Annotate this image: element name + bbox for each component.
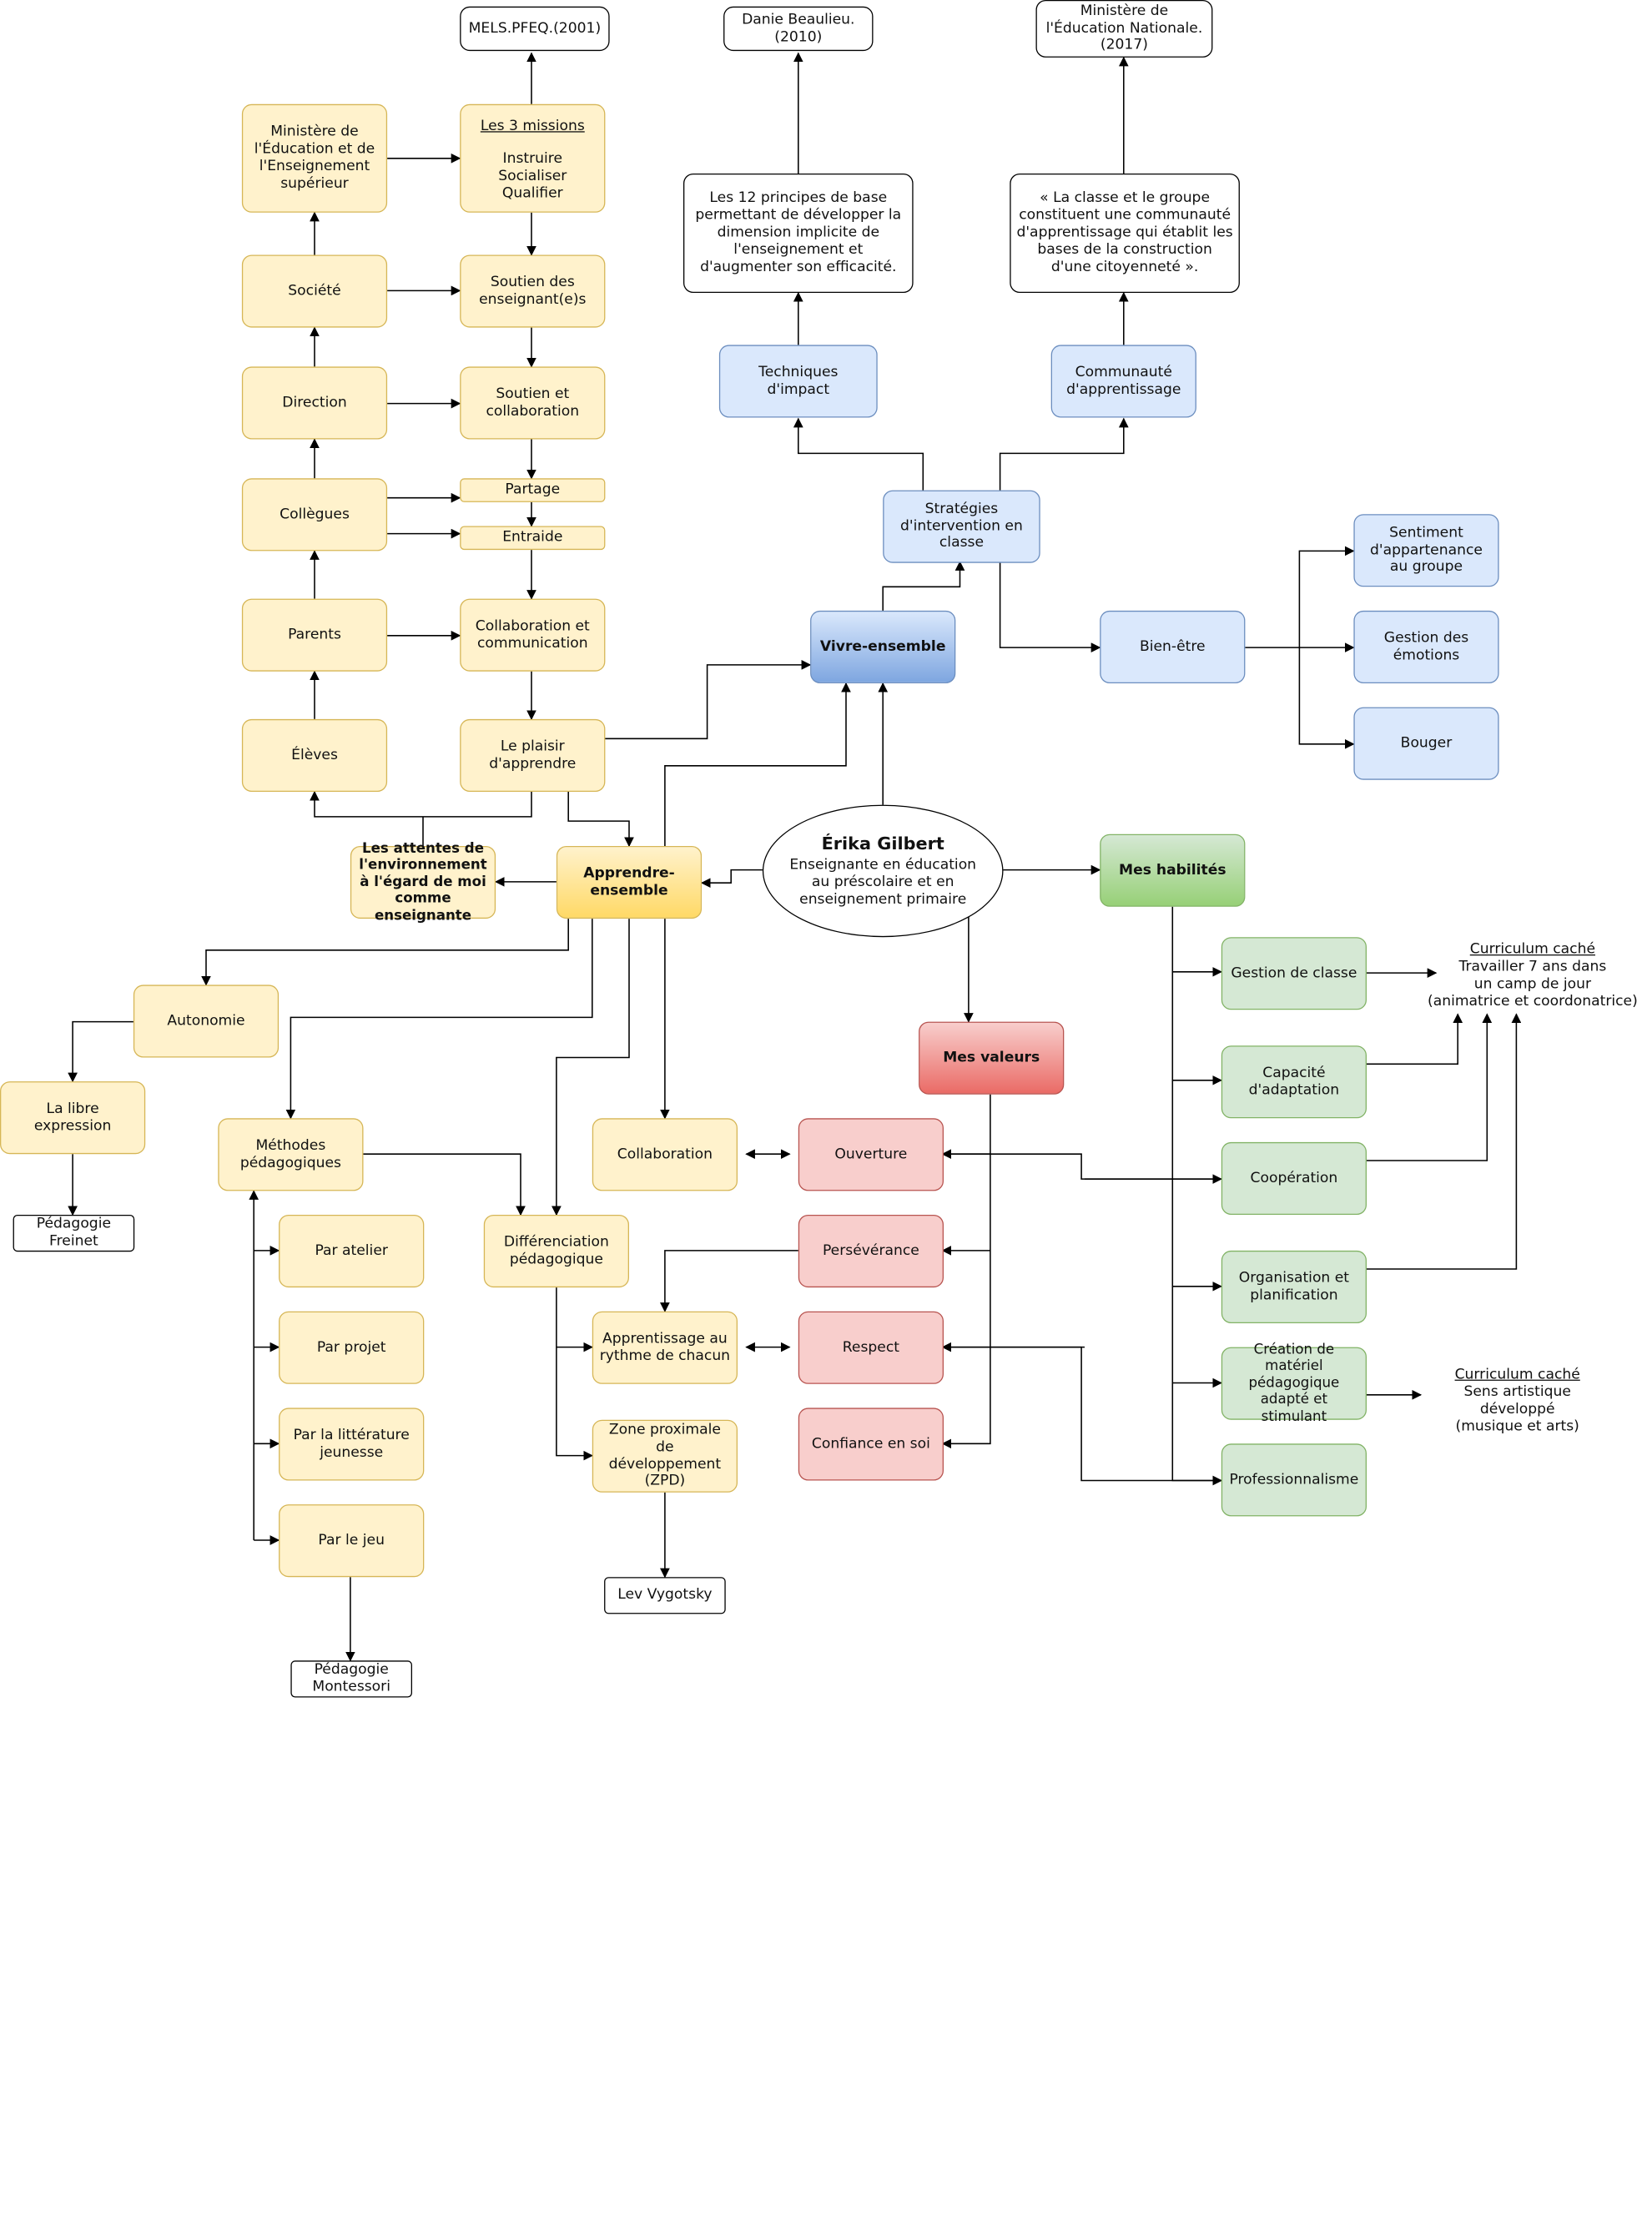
node-apprendre-ensemble: Apprendre-ensemble bbox=[556, 845, 703, 919]
curriculum-cache-2: Curriculum caché Sens artistique dévelop… bbox=[1421, 1367, 1614, 1434]
node-attentes: Les attentes de l'environnement à l'égar… bbox=[350, 841, 496, 924]
node-parents: Parents bbox=[241, 598, 388, 672]
mission-item: Socialiser bbox=[498, 168, 567, 184]
source-beaulieu: Danie Beaulieu. (2010) bbox=[723, 6, 874, 52]
node-par-litterature: Par la littérature jeunesse bbox=[279, 1408, 425, 1481]
node-techniques-impact: Techniques d'impact bbox=[718, 345, 878, 418]
center-node: Érika Gilbert Enseignante en éducation a… bbox=[762, 804, 1004, 938]
center-subtitle: Enseignante en éducation au préscolaire … bbox=[789, 857, 977, 909]
node-differenciation: Différenciation pédagogique bbox=[483, 1215, 629, 1288]
node-par-projet: Par projet bbox=[279, 1311, 425, 1384]
node-professionnalisme: Professionnalisme bbox=[1221, 1443, 1367, 1517]
node-vivre-ensemble: Vivre-ensemble bbox=[810, 610, 956, 683]
node-gestion-classe: Gestion de classe bbox=[1221, 937, 1367, 1010]
mission-item: Instruire bbox=[502, 150, 563, 167]
node-societe: Société bbox=[241, 254, 388, 328]
node-collegues: Collègues bbox=[241, 478, 388, 551]
node-collaboration-communication: Collaboration et communication bbox=[460, 598, 606, 672]
node-adaptation: Capacité d'adaptation bbox=[1221, 1045, 1367, 1119]
node-ministere: Ministère de l'Éducation et de l'Enseign… bbox=[241, 103, 388, 213]
mission-item: Qualifier bbox=[501, 184, 563, 202]
node-methodes: Méthodes pédagogiques bbox=[218, 1118, 364, 1191]
node-autonomie: Autonomie bbox=[133, 985, 280, 1058]
node-creation-materiel: Création de matériel pédagogique adapté … bbox=[1221, 1342, 1367, 1425]
node-soutien-collaboration: Soutien et collaboration bbox=[460, 366, 606, 440]
curriculum-line: (musique et arts) bbox=[1455, 1418, 1579, 1435]
curriculum-title: Curriculum caché bbox=[1469, 941, 1596, 959]
node-entraide: Entraide bbox=[460, 526, 606, 551]
node-vygotsky: Lev Vygotsky bbox=[604, 1577, 726, 1614]
connector-lines bbox=[68, 52, 1522, 1662]
curriculum-line: un camp de jour bbox=[1473, 976, 1591, 993]
node-direction: Direction bbox=[241, 366, 388, 440]
node-emotions: Gestion des émotions bbox=[1353, 610, 1499, 683]
node-eleves: Élèves bbox=[241, 718, 388, 792]
node-partage: Partage bbox=[460, 478, 606, 502]
node-plaisir-apprendre: Le plaisir d'apprendre bbox=[460, 718, 606, 792]
curriculum-line: Travailler 7 ans dans bbox=[1458, 959, 1607, 975]
curriculum-title: Curriculum caché bbox=[1454, 1367, 1580, 1383]
node-confiance: Confiance en soi bbox=[798, 1408, 944, 1481]
source-men: Ministère de l'Éducation Nationale.(2017… bbox=[1035, 0, 1213, 58]
node-bien-etre: Bien-être bbox=[1100, 610, 1246, 683]
source-mels: MELS.PFEQ.(2001) bbox=[460, 6, 610, 52]
node-par-atelier: Par atelier bbox=[279, 1215, 425, 1288]
node-bouger: Bouger bbox=[1353, 707, 1499, 780]
node-principes: Les 12 principes de base permettant de d… bbox=[683, 174, 914, 293]
node-citation: « La classe et le groupe constituent une… bbox=[1010, 174, 1240, 293]
node-sentiment: Sentiment d'appartenance au groupe bbox=[1353, 514, 1499, 587]
node-collaboration: Collaboration bbox=[592, 1118, 738, 1191]
node-par-jeu: Par le jeu bbox=[279, 1504, 425, 1578]
node-montessori: Pédagogie Montessori bbox=[290, 1660, 412, 1698]
node-rythme: Apprentissage au rythme de chacun bbox=[592, 1311, 738, 1384]
node-respect: Respect bbox=[798, 1311, 944, 1384]
node-perseverance: Persévérance bbox=[798, 1215, 944, 1288]
node-libre-expression: La libre expression bbox=[0, 1081, 146, 1155]
node-organisation: Organisation et planification bbox=[1221, 1250, 1367, 1323]
node-missions: Les 3 missions Instruire Socialiser Qual… bbox=[460, 103, 606, 213]
center-name: Érika Gilbert bbox=[821, 833, 944, 854]
node-mes-valeurs: Mes valeurs bbox=[919, 1021, 1065, 1095]
node-communaute: Communauté d'apprentissage bbox=[1050, 345, 1196, 418]
node-mes-habiletes: Mes habilités bbox=[1100, 834, 1246, 907]
curriculum-line: (animatrice et coordonatrice) bbox=[1428, 993, 1638, 1010]
node-soutien-enseignants: Soutien des enseignant(e)s bbox=[460, 254, 606, 328]
node-strategies: Stratégies d'intervention en classe bbox=[883, 490, 1040, 563]
node-ouverture: Ouverture bbox=[798, 1118, 944, 1191]
node-cooperation: Coopération bbox=[1221, 1141, 1367, 1215]
missions-title: Les 3 missions bbox=[480, 118, 585, 135]
curriculum-line: Sens artistique développé bbox=[1463, 1384, 1571, 1418]
node-zpd: Zone proximale de développement (ZPD) bbox=[592, 1419, 738, 1493]
curriculum-cache-1: Curriculum caché Travailler 7 ans dans u… bbox=[1421, 939, 1644, 1013]
node-freinet: Pédagogie Freinet bbox=[13, 1215, 135, 1252]
